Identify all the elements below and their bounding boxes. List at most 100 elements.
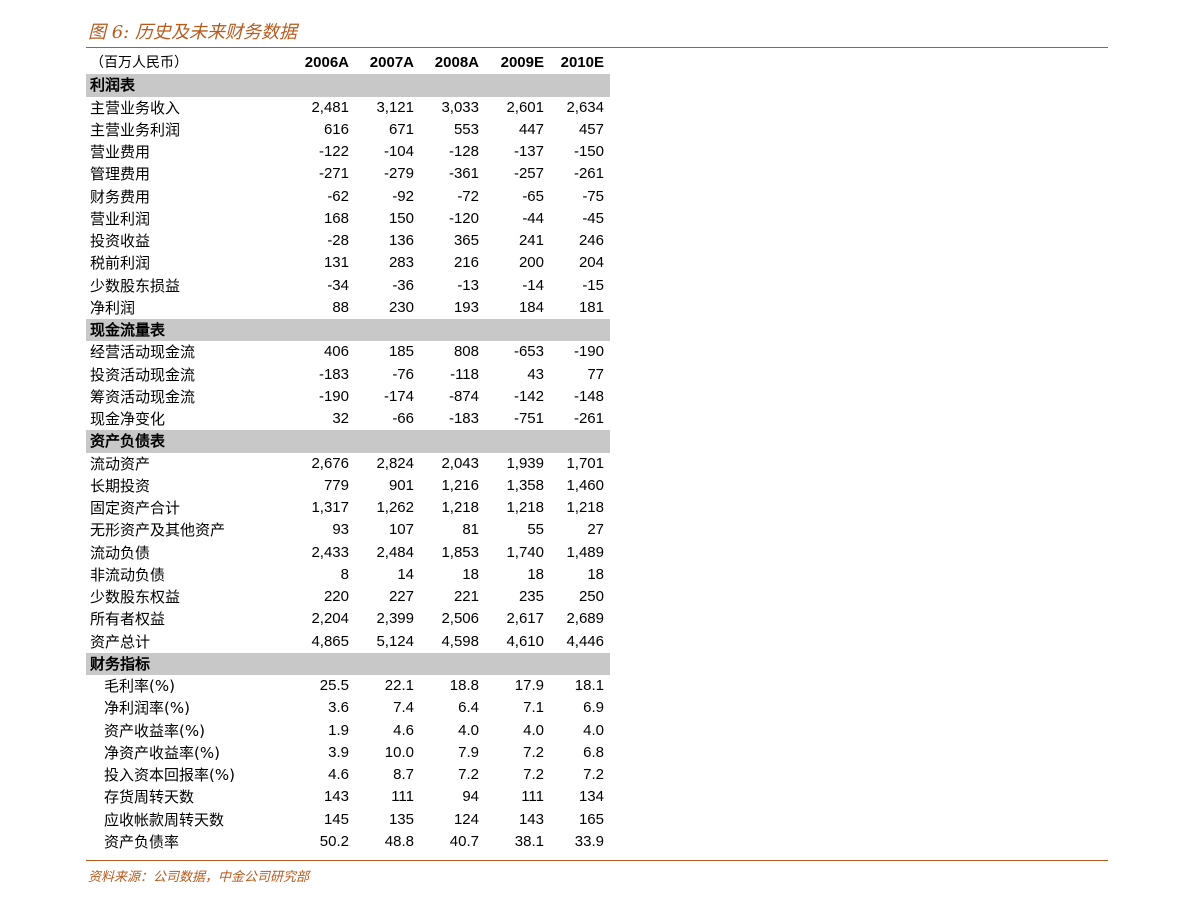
cell-value: 1,262 [376, 499, 414, 517]
cell-value: 365 [453, 232, 479, 250]
source-note: 资料来源：公司数据，中金公司研究部 [88, 870, 310, 885]
cell-value: 111 [391, 788, 414, 806]
cell-value: 2,617 [506, 610, 544, 628]
cell-value: 32 [332, 410, 349, 428]
cell-value: -148 [573, 387, 604, 405]
cell-value: 8.7 [393, 766, 414, 784]
row-label: 主营业务收入 [90, 98, 181, 117]
cell-value: -183 [448, 410, 479, 428]
cell-value: 94 [462, 788, 479, 806]
section-header: 利润表 [86, 74, 610, 97]
cell-value: 5,124 [376, 632, 414, 650]
row-label: 资产负债率 [104, 832, 180, 851]
row-label: 少数股东损益 [90, 276, 181, 295]
row-label: 存货周转天数 [104, 788, 195, 807]
cell-value: 246 [578, 232, 604, 250]
section-header: 现金流量表 [86, 319, 610, 342]
section-header: 资产负债表 [86, 430, 610, 453]
section-title: 现金流量表 [86, 319, 610, 342]
header-row: （百万人民币） 2006A 2007A 2008A 2009E 2010E [86, 52, 610, 74]
cell-value: 553 [453, 120, 479, 138]
cell-value: -75 [582, 187, 604, 205]
cell-value: 193 [453, 298, 479, 316]
cell-value: 4,610 [506, 632, 544, 650]
cell-value: 220 [323, 588, 349, 606]
cell-value: -751 [513, 410, 544, 428]
cell-value: 143 [323, 788, 349, 806]
cell-value: 283 [388, 254, 414, 272]
section-header: 财务指标 [86, 652, 610, 675]
cell-value: 184 [518, 298, 544, 316]
row-label: 流动资产 [90, 454, 151, 473]
row-label: 应收帐款周转天数 [104, 810, 225, 829]
cell-value: 135 [388, 810, 414, 828]
column-header: 2008A [434, 54, 479, 72]
row-label: 所有者权益 [90, 610, 166, 629]
row-label: 无形资产及其他资产 [90, 521, 226, 540]
cell-value: 18.8 [449, 677, 479, 695]
cell-value: -261 [573, 165, 604, 183]
cell-value: 1,701 [566, 454, 604, 472]
row-label: 非流动负债 [90, 565, 166, 584]
row-label: 净利润率(%) [104, 699, 190, 718]
cell-value: 2,601 [506, 98, 544, 116]
cell-value: 6.4 [458, 699, 479, 717]
cell-value: 3.9 [328, 743, 349, 761]
row-label: 流动负债 [90, 543, 151, 562]
cell-value: 2,481 [311, 98, 349, 116]
row-label: 毛利率(%) [104, 677, 175, 696]
cell-value: -44 [522, 209, 544, 227]
financial-table-body: （百万人民币） 2006A 2007A 2008A 2009E 2010E 利润… [86, 52, 610, 853]
section-title: 资产负债表 [86, 430, 610, 453]
cell-value: 7.2 [523, 766, 544, 784]
cell-value: 2,204 [311, 610, 349, 628]
cell-value: -15 [582, 276, 604, 294]
cell-value: -72 [457, 187, 479, 205]
cell-value: -653 [513, 343, 544, 361]
cell-value: -257 [513, 165, 544, 183]
cell-value: -271 [318, 165, 349, 183]
cell-value: 8 [340, 565, 349, 583]
cell-value: 4.6 [328, 766, 349, 784]
cell-value: 168 [323, 209, 349, 227]
cell-value: 6.8 [583, 743, 604, 761]
row-label: 经营活动现金流 [90, 343, 196, 362]
cell-value: 18 [527, 565, 544, 583]
cell-value: 1,317 [311, 499, 349, 517]
cell-value: 1,489 [566, 543, 604, 561]
cell-value: 808 [453, 343, 479, 361]
cell-value: -137 [513, 143, 544, 161]
cell-value: -28 [327, 232, 349, 250]
cell-value: 7.2 [583, 766, 604, 784]
cell-value: 779 [323, 476, 349, 494]
cell-value: 185 [388, 343, 414, 361]
cell-value: 2,484 [376, 543, 414, 561]
cell-value: 77 [587, 365, 604, 383]
row-label: 投入资本回报率(%) [104, 766, 235, 785]
table-row: 管理费用-271-279-361-257-261 [86, 163, 610, 185]
cell-value: 18.1 [574, 677, 604, 695]
cell-value: 150 [388, 209, 414, 227]
cell-value: 1,939 [506, 454, 544, 472]
cell-value: 1.9 [328, 721, 349, 739]
cell-value: 4.6 [393, 721, 414, 739]
cell-value: 447 [518, 120, 544, 138]
column-header: 2006A [304, 54, 349, 72]
cell-value: 230 [388, 298, 414, 316]
row-label: 筹资活动现金流 [90, 387, 196, 406]
cell-value: -361 [448, 165, 479, 183]
